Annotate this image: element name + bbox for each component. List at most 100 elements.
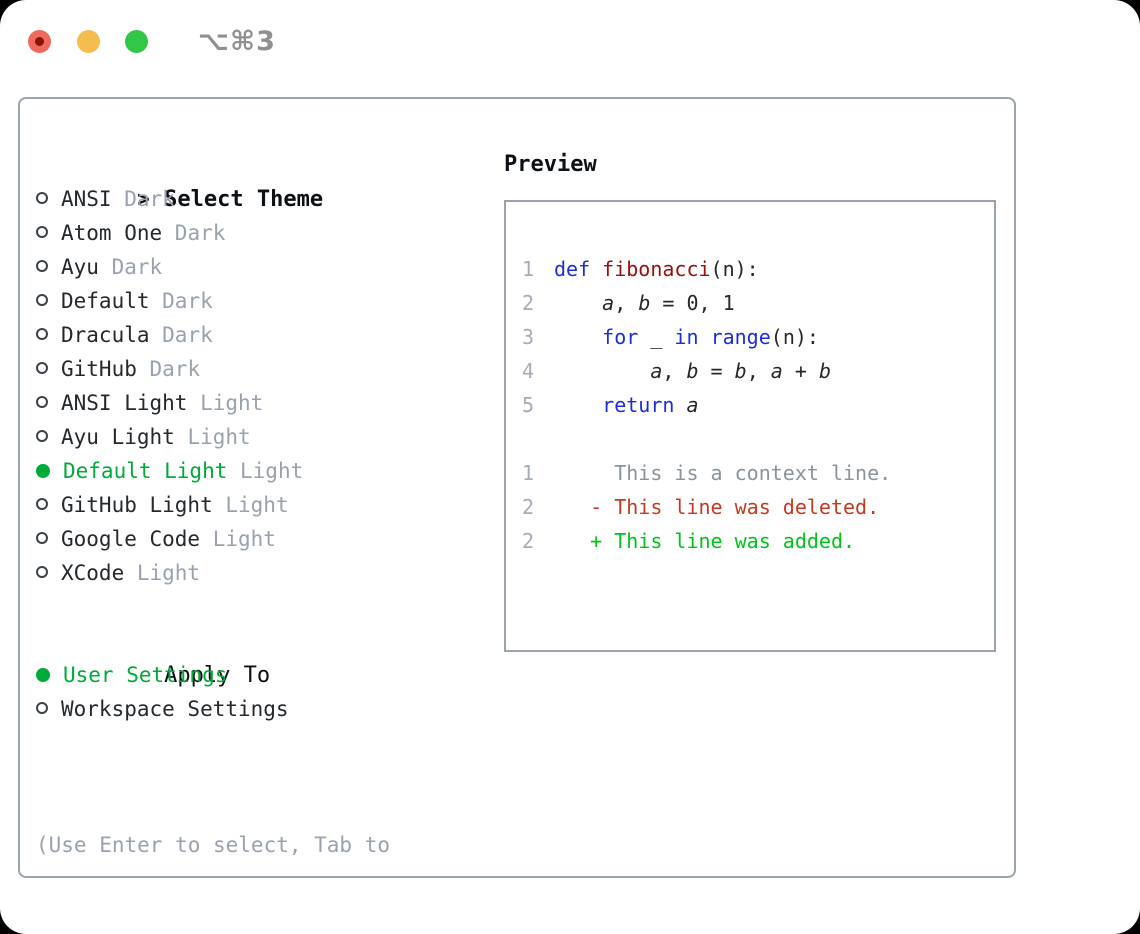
theme-name: XCode [61, 561, 137, 585]
code-diff-gap [522, 422, 994, 456]
theme-name: Google Code [61, 527, 213, 551]
theme-name: Ayu [61, 255, 112, 279]
radio-unselected-icon [36, 396, 48, 408]
radio-unselected-icon [36, 362, 48, 374]
theme-option-ansi-light[interactable]: ANSI Light Light [36, 386, 390, 420]
theme-variant: Light [136, 561, 201, 585]
radio-selected-icon [36, 464, 50, 478]
preview-title: Preview [504, 152, 597, 177]
code-token: = [698, 359, 735, 383]
radio-unselected-icon [36, 532, 48, 544]
theme-option-ayu[interactable]: Ayu Dark [36, 250, 390, 284]
line-number: 1 [522, 461, 535, 485]
code-token: + [782, 359, 819, 383]
theme-option-github-light[interactable]: GitHub Light Light [36, 488, 390, 522]
theme-option-default[interactable]: Default Dark [36, 284, 390, 318]
code-token [554, 393, 602, 417]
code-token: b [638, 291, 651, 315]
code-token: , [746, 359, 771, 383]
code-token [699, 325, 711, 349]
code-token: b [686, 359, 699, 383]
code-token [590, 257, 602, 281]
theme-variant: Dark [162, 323, 213, 347]
radio-unselected-icon [36, 192, 48, 204]
code-token: b [818, 359, 831, 383]
zoom-button[interactable] [125, 30, 149, 53]
apply-option-user-settings[interactable]: User Settings [36, 658, 390, 692]
theme-name: Default Light [63, 459, 241, 483]
code-token: (n): [710, 257, 759, 281]
code-line: 2 a, b = 0, 1 [522, 286, 994, 320]
prompt-icon: > [137, 187, 150, 211]
theme-variant: Dark [162, 289, 213, 313]
line-number: 2 [522, 529, 535, 553]
code-token: a [686, 393, 699, 417]
radio-unselected-icon [36, 328, 48, 340]
radio-unselected-icon [36, 498, 48, 510]
theme-name: ANSI [61, 187, 125, 211]
close-button[interactable] [28, 30, 51, 53]
theme-option-default-light[interactable]: Default Light Light [36, 454, 390, 488]
diff-line-context: 1 This is a context line. [522, 456, 994, 490]
theme-name: Ayu Light [61, 425, 188, 449]
code-token [554, 325, 602, 349]
theme-variant: Light [212, 527, 276, 551]
theme-variant: Light [200, 391, 264, 415]
window-title: ⌥⌘3 [197, 26, 276, 57]
code-line: 5 return a [522, 388, 994, 422]
line-number: 2 [522, 495, 535, 519]
theme-option-google-code[interactable]: Google Code Light [36, 522, 390, 556]
theme-name: Default [61, 289, 163, 313]
radio-unselected-icon [36, 566, 48, 578]
diff-line-added: 2 + This line was added. [522, 524, 994, 558]
close-dot-icon [35, 37, 44, 46]
minimize-button[interactable] [76, 30, 100, 53]
line-number: 1 [522, 257, 535, 281]
theme-option-github[interactable]: GitHub Dark [36, 352, 390, 386]
diff-line-deleted: 2 - This line was deleted. [522, 490, 994, 524]
theme-name: Dracula [61, 323, 163, 347]
diff-lines: 1 This is a context line.2 - This line w… [522, 456, 994, 558]
help-line: change focus) [36, 930, 390, 934]
theme-option-ansi[interactable]: ANSI Dark [36, 182, 390, 216]
theme-option-dracula[interactable]: Dracula Dark [36, 318, 390, 352]
help-line: (Use Enter to select, Tab to [36, 833, 391, 857]
apply-option-workspace-settings[interactable]: Workspace Settings [36, 692, 390, 726]
radio-selected-icon [36, 668, 50, 682]
theme-name: GitHub [61, 357, 150, 381]
theme-variant: Dark [149, 357, 201, 381]
radio-unselected-icon [36, 260, 48, 272]
theme-option-ayu-light[interactable]: Ayu Light Light [36, 420, 390, 454]
theme-name: ANSI Light [61, 391, 201, 415]
theme-variant: Light [225, 493, 289, 517]
code-token: = 0, 1 [650, 291, 735, 315]
code-token: (n): [770, 325, 819, 349]
theme-option-atom-one[interactable]: Atom One Dark [36, 216, 390, 250]
code-token: return [602, 393, 675, 417]
code-token: in [674, 325, 699, 349]
titlebar: ⌥⌘3 [28, 26, 276, 57]
theme-variant: Dark [174, 221, 226, 245]
diff-text: This is a context line. [554, 461, 892, 485]
code-token [554, 359, 650, 383]
code-token [674, 393, 686, 417]
code-line: 3 for _ in range(n): [522, 320, 994, 354]
code-line: 4 a, b = b, a + b [522, 354, 994, 388]
code-token: a [602, 291, 615, 315]
theme-option-xcode[interactable]: XCode Light [36, 556, 390, 590]
radio-unselected-icon [36, 294, 48, 306]
theme-name: GitHub Light [61, 493, 226, 517]
select-theme-title: Select Theme [164, 187, 324, 212]
code-token: b [734, 359, 747, 383]
line-number: 2 [522, 291, 535, 315]
apply-option-label: Workspace Settings [61, 697, 289, 721]
diff-text: - This line was deleted. [554, 495, 880, 519]
line-number: 4 [522, 359, 535, 383]
apply-option-label: User Settings [63, 663, 228, 687]
code-token: , [614, 291, 639, 315]
